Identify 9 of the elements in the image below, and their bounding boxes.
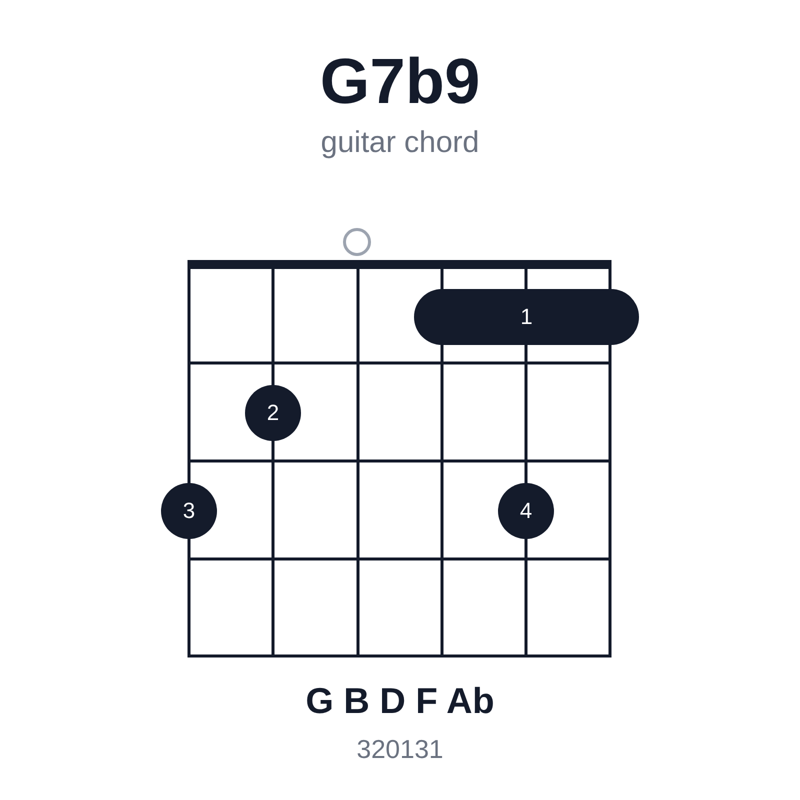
fret-numbers: 320131 <box>356 734 444 765</box>
chord-subtitle: guitar chord <box>320 126 480 160</box>
finger-dot: 2 <box>245 385 301 441</box>
finger-dot: 3 <box>161 483 217 539</box>
finger-dot: 4 <box>498 483 554 539</box>
barre-marker: 1 <box>414 289 639 345</box>
chord-title: G7b9 <box>320 44 480 118</box>
chord-notes: G B D F Ab <box>306 680 494 722</box>
open-string-circle <box>343 228 371 256</box>
